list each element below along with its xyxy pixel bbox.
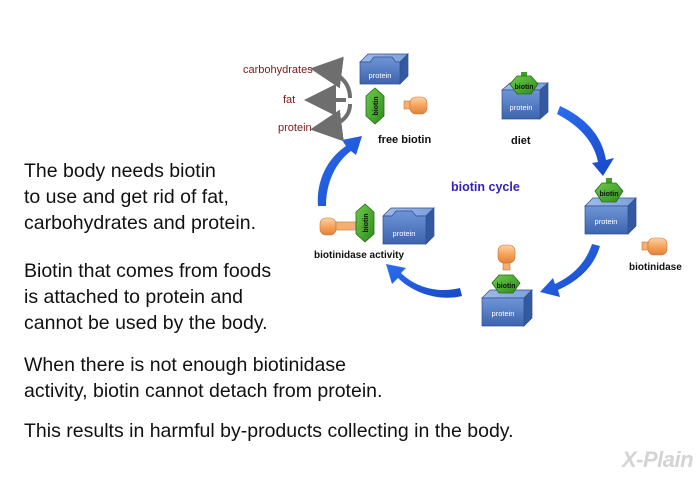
biotin-molecule-activity: biotin xyxy=(355,203,375,243)
output-label-carbohydrates: carbohydrates xyxy=(243,64,313,76)
biotin-tag-complex-label: biotin xyxy=(496,283,515,290)
biotin-molecule-complex: biotin xyxy=(491,274,521,294)
paragraph-line: is attached to protein and xyxy=(24,286,243,308)
paragraph-harmful-byproducts: This results in harmful by-products coll… xyxy=(24,418,514,444)
cycle-arrow-diet-to-bound xyxy=(557,106,614,176)
protein-block-diet-label: protein xyxy=(510,103,533,112)
biotinidase-enzyme-free xyxy=(403,96,428,115)
paragraph-biotinidase-deficiency: When there is not enough biotinidase act… xyxy=(24,352,382,404)
paragraph-line: The body needs biotin xyxy=(24,160,216,182)
biotinidase-enzyme-complex xyxy=(497,244,516,271)
biotinidase-enzyme-activity xyxy=(319,217,357,236)
paragraph-line: activity, biotin cannot detach from prot… xyxy=(24,380,383,402)
output-arrow-carbohydrates xyxy=(310,56,352,99)
protein-block-bound-label: protein xyxy=(595,217,618,226)
protein-block-complex-label: protein xyxy=(492,309,515,318)
biotin-tag-diet-label: biotin xyxy=(514,84,533,91)
output-label-protein: protein xyxy=(278,122,312,134)
protein-block-activity-label: protein xyxy=(393,229,416,238)
biotinidase-enzyme-right xyxy=(641,237,668,256)
output-arrow-protein xyxy=(310,103,352,142)
protein-block-complex: protein xyxy=(481,289,533,327)
paragraph-line: carbohydrates and protein. xyxy=(24,212,256,234)
cycle-arrow-complex-to-activity xyxy=(386,264,462,298)
cycle-arrow-bound-to-complex xyxy=(540,244,600,297)
biotin-tag-free-label: biotin xyxy=(373,96,380,115)
paragraph-line: Biotin that comes from foods xyxy=(24,260,272,282)
paragraph-line: This results in harmful by-products coll… xyxy=(24,420,514,442)
x-plain-watermark: X-Plain xyxy=(622,447,694,473)
biotin-tag-bound-label: biotin xyxy=(599,191,618,198)
paragraph-line: When there is not enough biotinidase xyxy=(24,354,346,376)
biotin-molecule-bound: biotin xyxy=(594,178,624,203)
protein-block-bound: protein xyxy=(584,197,637,235)
node-label-biotinidase: biotinidase xyxy=(629,262,682,273)
node-label-diet: diet xyxy=(511,135,531,147)
paragraph-biotin-need: The body needs biotin to use and get rid… xyxy=(24,158,256,236)
biotin-molecule-diet: biotin xyxy=(509,72,539,95)
node-label-free-biotin: free biotin xyxy=(378,134,431,146)
paragraph-line: to use and get rid of fat, xyxy=(24,186,229,208)
biotin-tag-activity-label: biotin xyxy=(363,213,370,232)
cycle-title: biotin cycle xyxy=(451,180,520,194)
protein-block-free: protein xyxy=(359,53,409,85)
output-label-fat: fat xyxy=(283,94,295,106)
paragraph-line: cannot be used by the body. xyxy=(24,312,268,334)
protein-block-activity: protein xyxy=(382,207,435,245)
cycle-arrow-activity-to-free xyxy=(317,136,362,206)
node-label-biotinidase-activity: biotinidase activity xyxy=(314,250,404,261)
biotin-molecule-free: biotin xyxy=(365,87,385,125)
paragraph-food-biotin: Biotin that comes from foods is attached… xyxy=(24,258,271,336)
watermark-text: X-Plain xyxy=(622,447,694,472)
protein-block-free-label: protein xyxy=(369,71,392,80)
